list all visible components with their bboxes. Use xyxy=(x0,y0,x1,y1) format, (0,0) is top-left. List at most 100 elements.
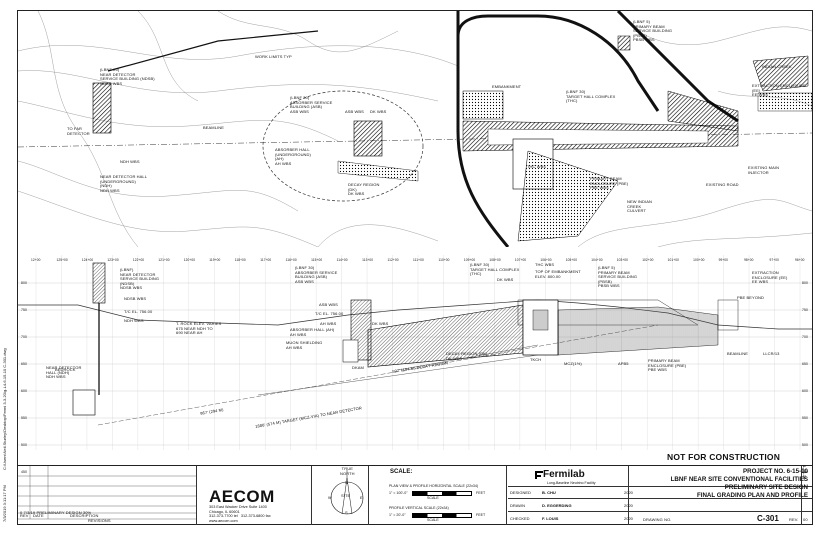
tkch-label: TKCH xyxy=(530,357,542,362)
fermilab-logo-icon xyxy=(535,471,543,479)
main-injector-label: EXISTING MAIN INJECTOR xyxy=(748,165,780,175)
beamline-profile-label: BEAMLINE xyxy=(727,351,749,356)
project-number: PROJECT NO. 6-15-10 xyxy=(743,468,808,475)
true-north-label: TRUE NORTH xyxy=(340,466,355,476)
station-label: 111+00 xyxy=(413,258,424,262)
credit-date: 2020 xyxy=(624,516,633,521)
plan-scale-ratio: 1" = 100'-0" xyxy=(389,491,408,495)
aecom-address: 303 East Wacker Drive Suite 1400 Chicago… xyxy=(209,505,271,523)
credit-name: F. LOUIS xyxy=(542,516,559,521)
thc-plan-label: (LBNF 30) TARGET HALL COMPLEX (THC) xyxy=(566,89,616,104)
elevation-label: 750 xyxy=(802,308,808,312)
decay-plan-label: DECAY REGION (DK) DK WBS xyxy=(348,182,380,197)
station-label: 125+00 xyxy=(56,258,68,262)
llcr-label: LLCR/13 xyxy=(763,351,780,356)
bedrock-label: BEDROCK xyxy=(55,367,76,372)
credit-date: 2020 xyxy=(624,503,633,508)
ndsb-wbs-profile: NDSB WBS xyxy=(124,296,147,301)
plan-scale-label: PLAN VIEW & PROFILE HORIZONTAL SCALE (22… xyxy=(389,484,479,488)
project-line1: LBNF NEAR SITE CONVENTIONAL FACILITIES xyxy=(670,476,808,483)
tic-label-2: T/C EL. 756.00 xyxy=(315,311,344,316)
station-label: 123+00 xyxy=(107,258,119,262)
profile-scale-bar xyxy=(412,513,472,518)
elevation-label: 500 xyxy=(802,443,808,447)
divider xyxy=(508,511,812,512)
fermilab-sub: Long-Baseline Neutrino Facility xyxy=(547,481,596,485)
near-hall-plan-label: NEAR DETECTOR HALL (UNDERGROUND) (NDH) N… xyxy=(100,174,148,193)
credit-name: B. CHU xyxy=(542,490,556,495)
work-limits-label: WORK LIMITS TYP xyxy=(255,54,292,59)
station-label: 122+00 xyxy=(132,258,145,262)
station-label: 108+00 xyxy=(489,258,501,262)
station-label: 114+00 xyxy=(336,258,348,262)
revision-row: 0 7/3/19 PRELIMINARY DESIGN 30% xyxy=(20,510,92,515)
ndh-wbs-profile: NDH WBS xyxy=(124,318,144,323)
plan-scale-unit: FEET xyxy=(476,491,486,495)
station-label: 110+00 xyxy=(438,258,450,262)
station-label: 118+00 xyxy=(234,258,246,262)
revision-grid xyxy=(18,466,196,520)
sheet-border xyxy=(17,10,813,525)
rev-header: REV xyxy=(20,513,29,518)
asb-plan-label: (LBNF 30) ABSORBER SERVICE BUILDING (ASB… xyxy=(290,95,333,114)
scale-title: SCALE: xyxy=(390,469,413,475)
station-label: 117+00 xyxy=(260,258,272,262)
sheet-number: C-301 xyxy=(757,514,779,523)
file-code: 6-15-10 xyxy=(802,465,807,480)
drawing-no-label: DRAWING NO. xyxy=(643,517,672,522)
station-label: 115+00 xyxy=(311,258,323,262)
elevation-label: 600 xyxy=(21,389,27,393)
elevation-label: 500 xyxy=(21,443,27,447)
elevation-label: 650 xyxy=(802,362,808,366)
absorber-hall-plan-label: ABSORBER HALL (UNDERGROUND) (AH) AH WBS xyxy=(275,147,311,166)
station-label: 113+00 xyxy=(362,258,374,262)
divider xyxy=(628,466,629,525)
divider xyxy=(311,466,312,525)
north-arrow-icon xyxy=(330,470,364,515)
existing-road-label: EXISTING ROAD xyxy=(706,182,739,187)
station-label: 104+00 xyxy=(591,258,603,262)
decay-profile-label: DECAY REGION (DK) DK WBS xyxy=(446,351,488,361)
rev-label: REV. xyxy=(789,517,799,522)
dk-wbs-profile-2: DK WBS xyxy=(497,277,514,282)
asb-profile-label: (LBNF 30) ABSORBER SERVICE BUILDING (ASB… xyxy=(295,265,338,284)
near-hall-profile-label: NEAR DETECTOR HALL (NDH) NDH WBS xyxy=(46,365,82,380)
fermilab-name: Fermilab xyxy=(543,469,585,480)
pbsb-profile-label: (LBNF 5) PRIMARY BEAM SERVICE BUILDING (… xyxy=(598,265,638,289)
divider xyxy=(196,466,197,525)
elevation-label: 550 xyxy=(802,416,808,420)
ndh-wbs-plan-label: NDH WBS xyxy=(120,159,140,164)
site-plan-view xyxy=(18,11,812,247)
credit-role: DESIGNED xyxy=(510,490,531,495)
station-label: 97+00 xyxy=(769,258,779,262)
plan-scale-word: SCALE xyxy=(427,496,439,500)
revisions-footer: REVISIONS xyxy=(88,518,111,523)
muon-shielding-label: MUON SHIELDING AH WBS xyxy=(286,340,323,350)
dk-wbs-profile-1: DK WBS xyxy=(372,321,389,326)
compass-s: S xyxy=(345,510,348,515)
station-label: 106+00 xyxy=(540,258,552,262)
rock-elevation-label: T. ROCK ELEV. VARIES 675 NEAR NDH TO 690… xyxy=(176,321,222,336)
asb-wbs-label: ASB WBS xyxy=(345,109,364,114)
station-label: 112+00 xyxy=(387,258,399,262)
embankment-top-label: TOP OF EMBANKMENT ELEV. 800.00 xyxy=(535,269,581,279)
new-culvert-label: NEW INDIAN CREEK CULVERT xyxy=(627,199,652,214)
credit-role: CHECKED xyxy=(510,516,530,521)
apb-label: APB5 xyxy=(618,361,629,366)
embankment-label: EMBANKMENT xyxy=(492,84,522,89)
title-block xyxy=(18,465,812,525)
beamline-plan-label: BEAMLINE xyxy=(203,125,225,130)
ah-wbs-profile: AH WBS xyxy=(320,321,337,326)
station-label: 109+00 xyxy=(463,258,476,262)
station-label: 124+00 xyxy=(81,258,94,262)
profile-scale-word: SCALE xyxy=(427,518,439,522)
elevation-label: 650 xyxy=(21,362,27,366)
pbsb-plan-label: (LBNF 5) PRIMARY BEAM SERVICE BUILDING (… xyxy=(633,19,673,43)
elevation-label: 750 xyxy=(21,308,27,312)
dkam-label: DKAM xyxy=(352,365,364,370)
divider xyxy=(801,466,802,525)
extraction-plan-label: EXTRACTION ENCLOSURE (EE) EE WBS xyxy=(752,83,806,98)
date-header: DATE xyxy=(33,513,44,518)
profile-scale-label: PROFILE VERTICAL SCALE (22x34) xyxy=(389,506,449,510)
